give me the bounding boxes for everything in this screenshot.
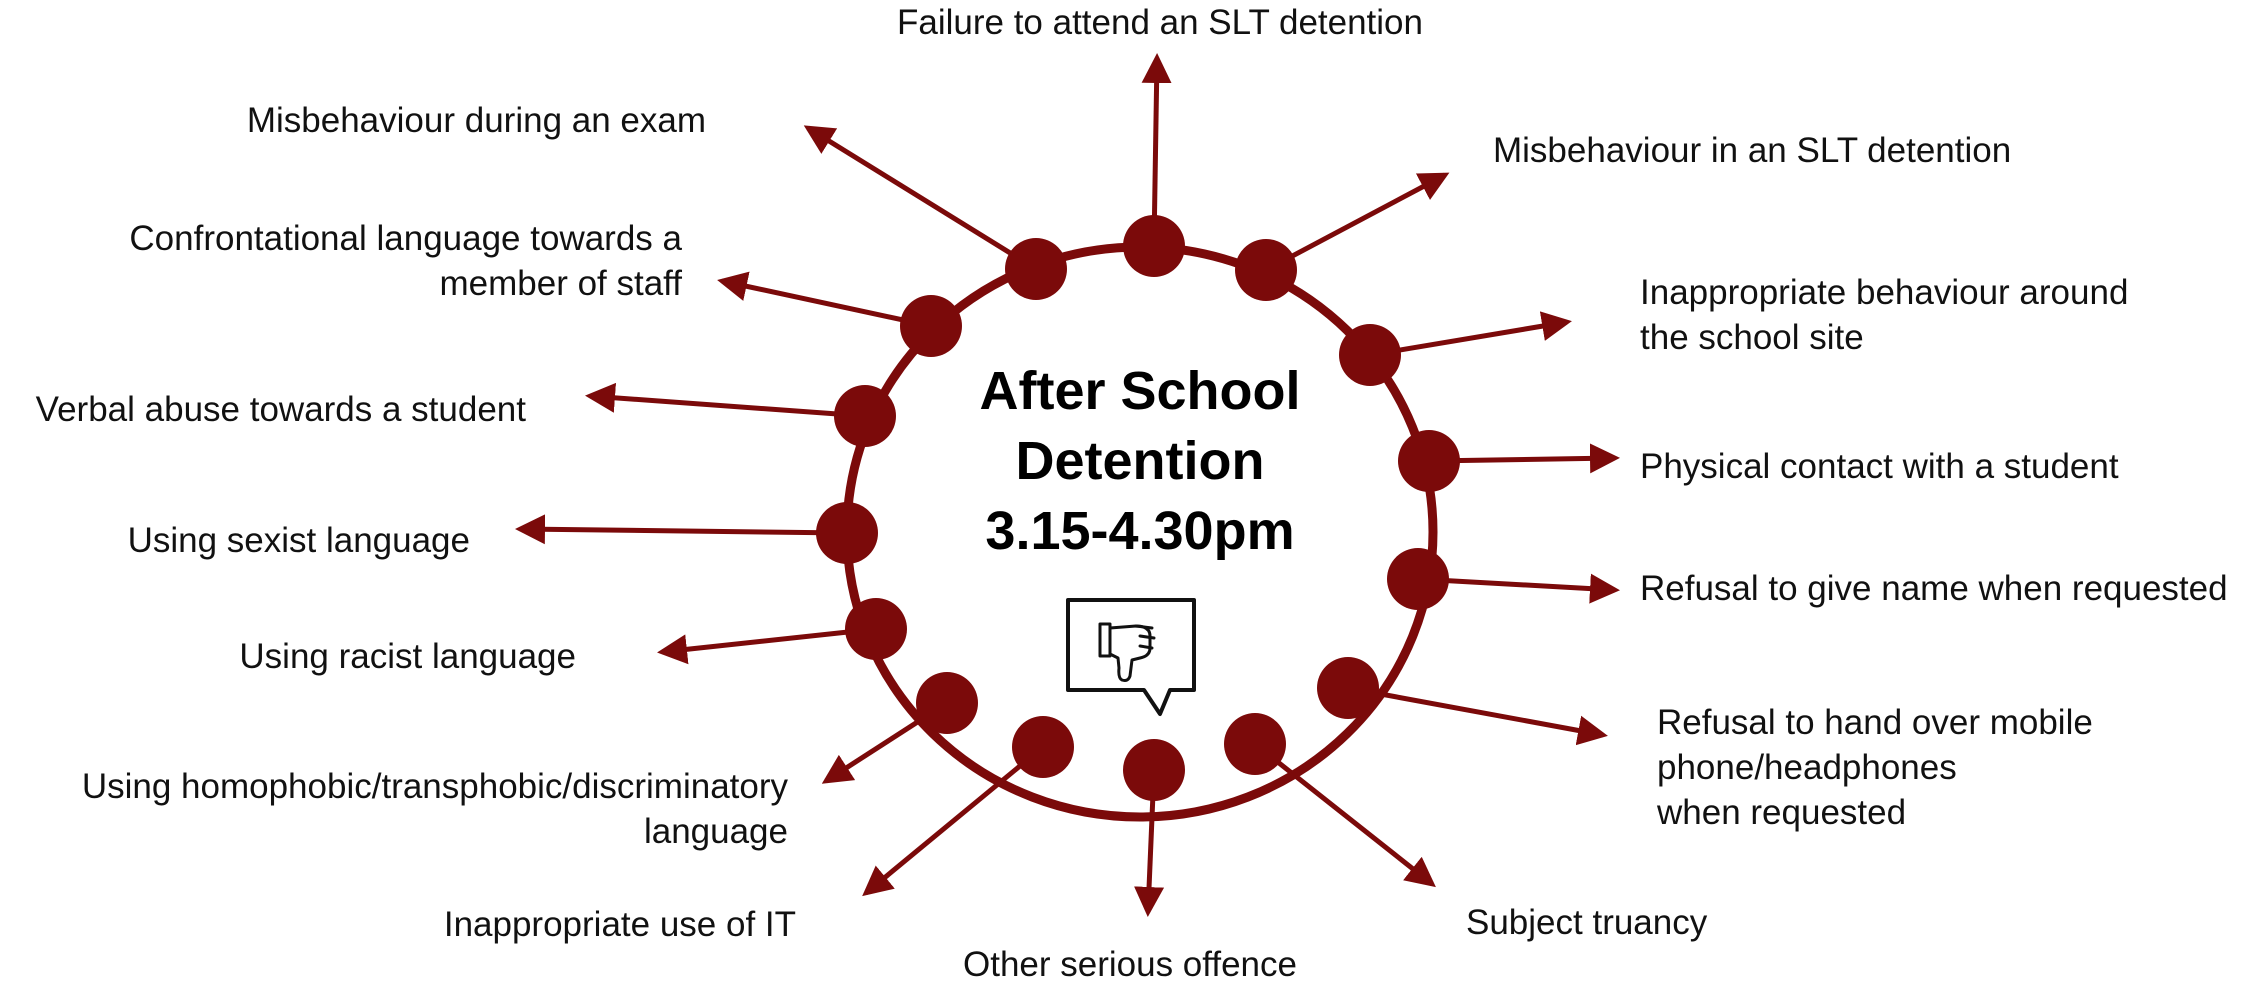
offence-label-line: Refusal to hand over mobile	[1657, 703, 2093, 742]
center-title: After School Detention 3.15-4.30pm	[880, 356, 1400, 566]
ring-dot	[1339, 324, 1401, 386]
ring-dot	[845, 598, 907, 660]
ring-dot	[916, 672, 978, 734]
offence-label-racist: Using racist language	[100, 634, 576, 679]
offence-label-line: Failure to attend an SLT detention	[896, 3, 1423, 42]
offence-label-misbehaviour-slt: Misbehaviour in an SLT detention	[1493, 128, 2011, 173]
ring-dot	[1012, 716, 1074, 778]
offence-label-refusal-name: Refusal to give name when requested	[1640, 566, 2228, 611]
ring-dot	[834, 385, 896, 447]
ring-dot	[1123, 739, 1185, 801]
offence-label-line: when requested	[1657, 793, 1907, 832]
offence-label-line: Using sexist language	[127, 521, 470, 560]
ring-dot	[1005, 238, 1067, 300]
offence-label-refusal-phone: Refusal to hand over mobile phone/headph…	[1657, 700, 2093, 835]
offence-arrow	[657, 626, 877, 665]
ring-dot	[1398, 430, 1460, 492]
ring-dot	[1235, 239, 1297, 301]
offence-label-physical-contact: Physical contact with a student	[1640, 444, 2119, 489]
offence-arrow	[1253, 742, 1436, 888]
offence-label-line: Other serious offence	[963, 945, 1297, 984]
offence-arrow	[717, 271, 932, 329]
offence-label-failure-to-attend: Failure to attend an SLT detention	[860, 0, 1460, 45]
offence-label-line: Using racist language	[239, 637, 576, 676]
ring-dot	[816, 502, 878, 564]
offence-arrow	[1417, 573, 1620, 604]
offence-arrow	[1347, 685, 1608, 746]
offence-arrow	[1369, 311, 1572, 358]
offence-label-inappropriate-it: Inappropriate use of IT	[300, 902, 796, 947]
offence-arrow	[1141, 53, 1172, 247]
offence-label-line: Misbehaviour in an SLT detention	[1493, 131, 2012, 170]
offence-label-line: Inappropriate use of IT	[443, 905, 796, 944]
thumbs-down-speech-bubble-icon	[1066, 598, 1196, 716]
offence-label-line: Subject truancy	[1466, 903, 1708, 942]
offence-label-line: member of staff	[439, 264, 682, 303]
dots-layer	[816, 215, 1460, 801]
arrows-layer	[515, 53, 1620, 917]
center-title-line: 3.15-4.30pm	[985, 501, 1295, 561]
ring-dot	[1317, 657, 1379, 719]
center-title-line: Detention	[1015, 431, 1265, 491]
offence-label-confrontational: Confrontational language towards a membe…	[60, 216, 682, 306]
offence-label-line: Using homophobic/transphobic/discriminat…	[81, 767, 788, 806]
offence-label-line: Physical contact with a student	[1640, 447, 2119, 486]
offence-label-verbal-abuse: Verbal abuse towards a student	[0, 387, 526, 432]
offence-label-misbehaviour-exam: Misbehaviour during an exam	[150, 98, 706, 143]
offence-label-other-serious: Other serious offence	[900, 942, 1360, 987]
offence-arrow	[803, 125, 1038, 272]
offence-label-line: Inappropriate behaviour around	[1640, 273, 2129, 312]
offence-label-line: Verbal abuse towards a student	[35, 390, 526, 429]
offence-label-subject-truancy: Subject truancy	[1466, 900, 1707, 945]
offence-label-inappropriate-behaviour: Inappropriate behaviour around the schoo…	[1640, 270, 2128, 360]
offence-label-line: the school site	[1640, 318, 1864, 357]
offence-arrow	[1428, 443, 1620, 474]
offence-arrow	[1264, 172, 1450, 273]
offence-arrow	[515, 514, 848, 545]
offence-arrow	[862, 745, 1045, 897]
offence-label-homophobic: Using homophobic/transphobic/discriminat…	[0, 764, 788, 854]
offence-label-line: Misbehaviour during an exam	[246, 101, 706, 140]
center-title-line: After School	[979, 361, 1301, 421]
offence-label-line: language	[643, 812, 788, 851]
ring-dot	[900, 295, 962, 357]
offence-label-line: Confrontational language towards a	[129, 219, 682, 258]
ring-dot	[1387, 548, 1449, 610]
ring-dot	[1123, 215, 1185, 277]
offence-label-line: phone/headphones	[1657, 748, 1957, 787]
offence-label-sexist: Using sexist language	[60, 518, 470, 563]
ring-dot	[1224, 713, 1286, 775]
offence-arrow	[585, 382, 866, 419]
offence-label-line: Refusal to give name when requested	[1640, 569, 2228, 608]
